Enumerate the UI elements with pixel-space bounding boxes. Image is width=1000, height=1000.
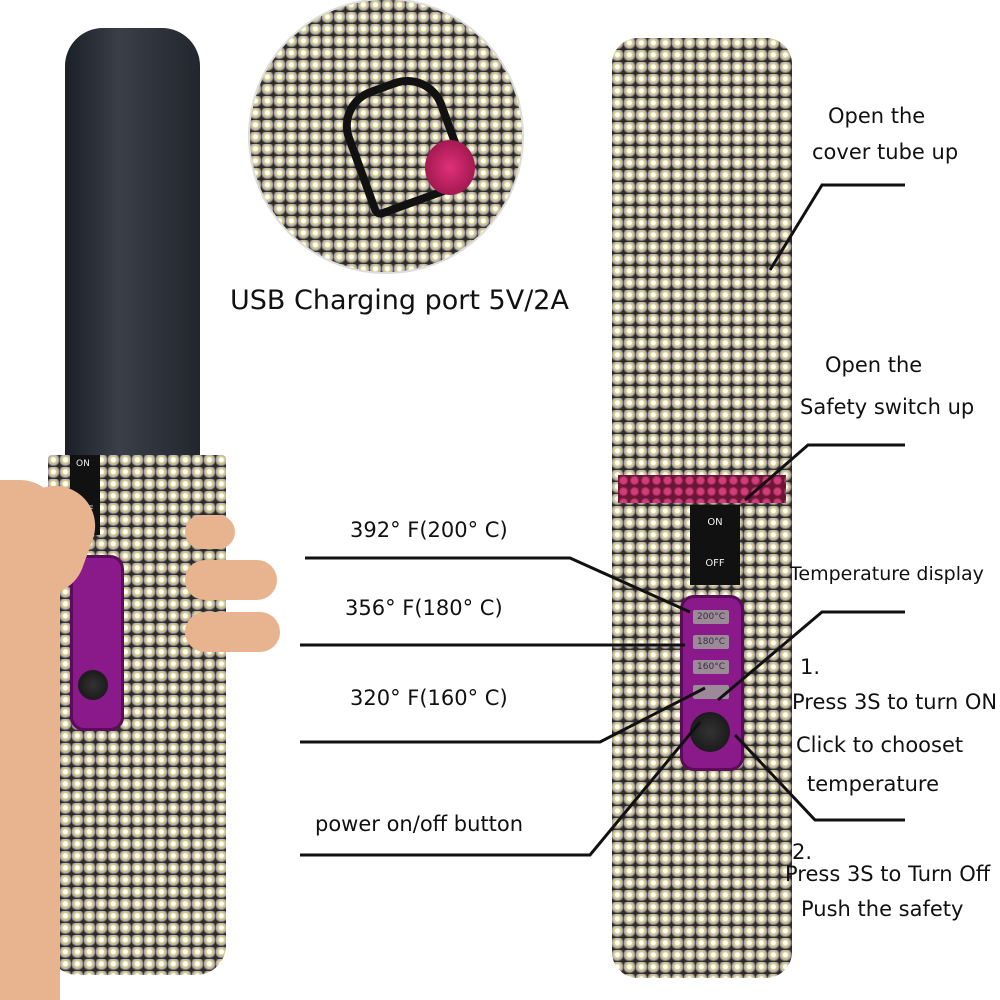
line-cover-tube [768, 183, 905, 271]
power-button-label: power on/off button [315, 812, 524, 836]
right-device-body [612, 38, 792, 978]
cover-tube-line1: Open the [828, 104, 926, 128]
step2-number: 2. [792, 840, 813, 864]
line-392 [305, 556, 691, 614]
line-temperature-display [717, 610, 905, 702]
safety-switch-line2: Safety switch up [800, 395, 975, 419]
inset-caption: USB Charging port 5V/2A [230, 285, 569, 316]
line-power [300, 721, 702, 857]
step2-press: Press 3S to Turn Off [785, 862, 991, 886]
step1-click: Click to chooset [796, 733, 964, 757]
temp-indicator-180: 180°C [693, 635, 729, 649]
hand-finger-2 [185, 560, 277, 600]
temp-indicator-160: 160°C [693, 660, 729, 674]
step1-press: Press 3S to turn ON [792, 690, 998, 714]
temperature-display-label: Temperature display [790, 563, 984, 585]
left-power-button [78, 670, 108, 700]
hand-finger-1 [185, 515, 235, 549]
pink-crystal-cluster [425, 140, 475, 195]
line-safety-switch [744, 443, 905, 502]
hand-finger-3 [185, 612, 280, 652]
temp-indicator-200: 200°C [693, 610, 729, 624]
line-320 [300, 686, 706, 744]
step2-push: Push the safety [801, 897, 964, 921]
left-device-barrel [65, 28, 200, 468]
left-control-panel [70, 555, 124, 731]
temp-356-label: 356° F(180° C) [345, 596, 503, 620]
cover-tube-line2: cover tube up [812, 140, 959, 164]
temp-320-label: 320° F(160° C) [350, 686, 508, 710]
temp-392-label: 392° F(200° C) [350, 518, 508, 542]
usb-port-closeup [250, 0, 522, 272]
step1-number: 1. [800, 655, 821, 679]
line-step1 [733, 733, 905, 822]
right-on-label: ON [707, 517, 723, 528]
right-off-label: OFF [705, 558, 725, 569]
left-on-label: ON [76, 459, 90, 469]
safety-switch-line1: Open the [825, 353, 923, 377]
right-switch-strip: ON OFF [690, 505, 740, 585]
step1-temperature: temperature [807, 772, 939, 796]
right-power-button[interactable] [690, 712, 730, 752]
right-control-panel: 200°C 180°C 160°C [680, 595, 744, 771]
